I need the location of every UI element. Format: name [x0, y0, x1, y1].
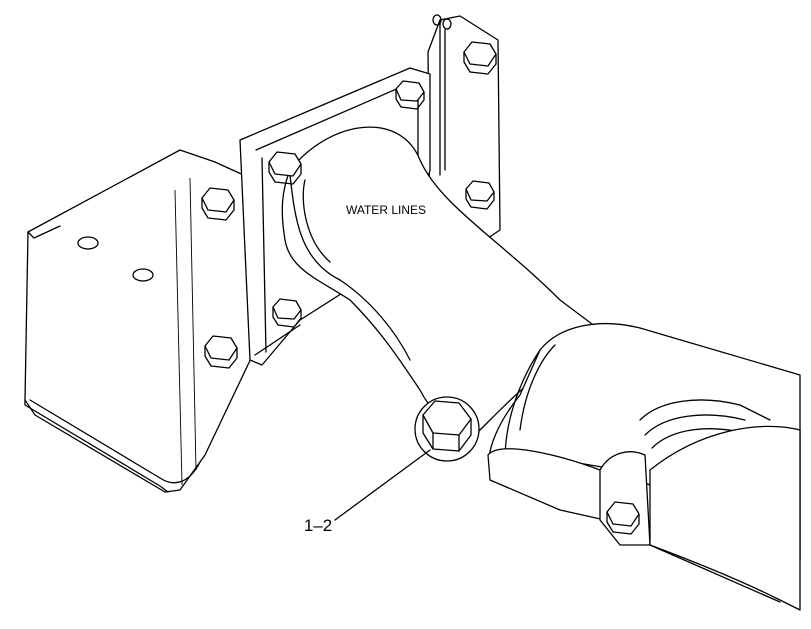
water-lines-label: WATER LINES	[346, 203, 426, 217]
mount-hole	[77, 236, 99, 250]
callout-label: 1–2	[304, 516, 332, 535]
callout-leader	[334, 449, 431, 521]
bolt-plate-top	[201, 187, 235, 221]
bolt-flange-left	[268, 151, 302, 185]
bolt-clamp	[606, 501, 640, 535]
clamp-housing	[487, 322, 801, 611]
hex-bolts	[201, 41, 640, 535]
bolt-plate-bottom	[204, 335, 238, 369]
water-lines-tube	[281, 126, 601, 441]
base-plate	[24, 149, 256, 493]
bolt-flange-bottom	[272, 298, 302, 328]
bolt-strap-mid	[465, 180, 495, 210]
mount-hole	[132, 268, 154, 282]
bolt-callout-1-2	[414, 396, 480, 462]
bolt-top-strap	[463, 41, 497, 75]
bolt-flange-top	[395, 80, 425, 110]
